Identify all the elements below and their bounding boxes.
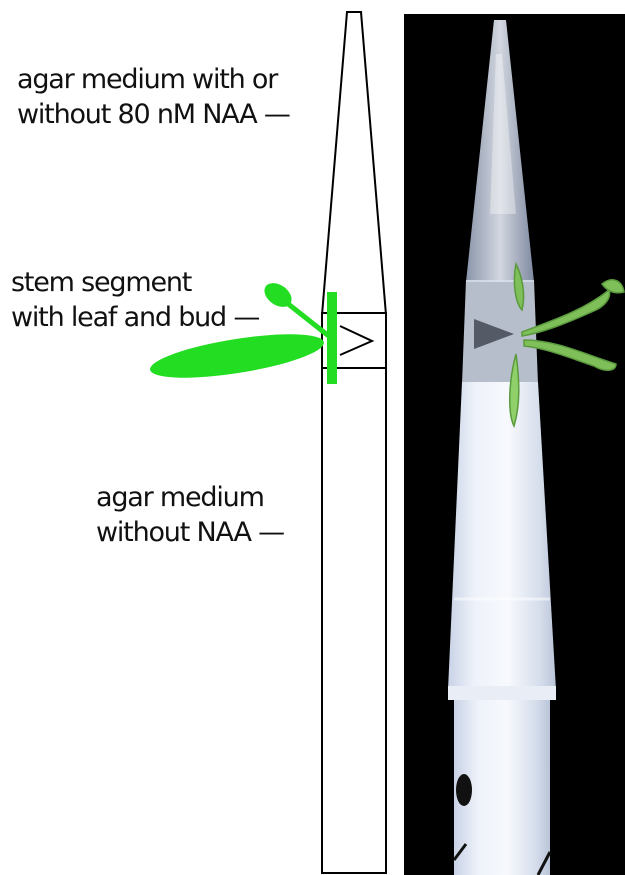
label-stem-segment: stem segment with leaf and bud — xyxy=(11,265,259,335)
label-agar-without-naa: agar medium without NAA — xyxy=(96,480,284,550)
label-stem-segment-line1: stem segment xyxy=(11,265,259,300)
photo-marker-dot xyxy=(456,774,472,806)
pipette-photo xyxy=(404,14,625,875)
label-agar-without-naa-line1: agar medium xyxy=(96,480,284,515)
lower-tube-outline xyxy=(322,368,386,873)
label-agar-with-naa-line1: agar medium with or xyxy=(17,62,290,97)
label-stem-segment-line2: with leaf and bud — xyxy=(11,300,259,335)
label-agar-without-naa-line2: without NAA — xyxy=(96,515,284,550)
label-agar-with-naa: agar medium with or without 80 nM NAA — xyxy=(17,62,290,132)
label-agar-with-naa-line2: without 80 nM NAA — xyxy=(17,97,290,132)
photo-collar xyxy=(448,686,556,700)
upper-tip-outline xyxy=(322,12,386,315)
photo-lower-tube xyxy=(448,382,556,690)
